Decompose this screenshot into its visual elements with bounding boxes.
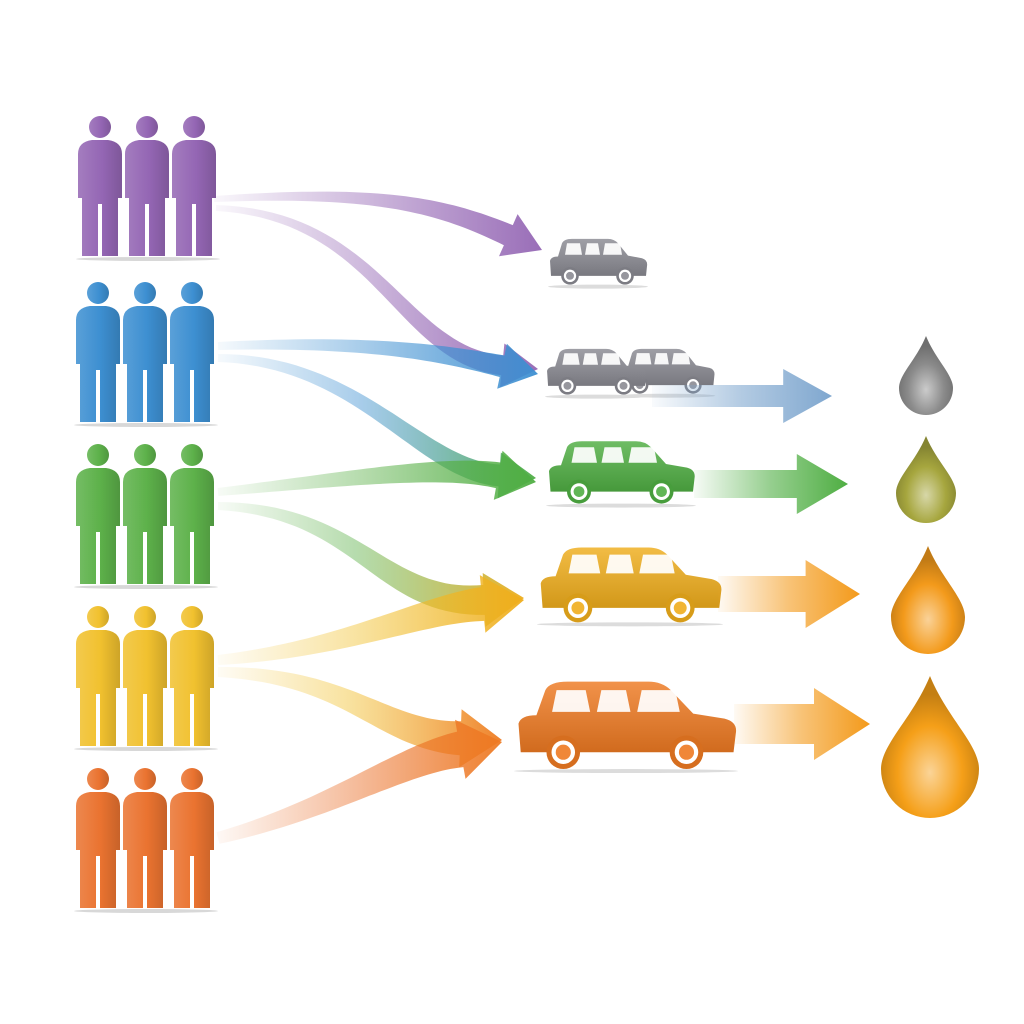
arrow-icon	[734, 688, 870, 760]
person-icon	[123, 768, 167, 908]
people-group-orange	[74, 768, 218, 913]
car-icon	[546, 441, 696, 508]
vehicles	[514, 238, 738, 774]
ground-shadow	[74, 423, 218, 427]
vehicle-car-3	[546, 441, 696, 508]
arrow-icon	[213, 191, 543, 257]
arrow-icon	[217, 339, 538, 389]
person-icon	[123, 282, 167, 422]
person-icon	[78, 116, 122, 256]
people-group-blue	[74, 282, 218, 427]
arrow-icon	[652, 369, 832, 423]
person-icon	[170, 606, 214, 746]
people-group-yellow	[74, 606, 218, 751]
arrow-icon	[217, 575, 524, 665]
arrow-icon	[216, 719, 502, 844]
person-icon	[125, 116, 169, 256]
car-icon	[548, 238, 648, 289]
vehicle-car-1	[548, 238, 648, 289]
person-icon	[170, 282, 214, 422]
ground-shadow	[74, 747, 218, 751]
ground-shadow	[76, 257, 220, 261]
vehicle-car-2	[545, 348, 716, 399]
person-icon	[123, 606, 167, 746]
vehicle-car-4	[537, 547, 723, 627]
person-icon	[172, 116, 216, 256]
output-arrows	[652, 369, 870, 760]
people-groups	[74, 116, 220, 913]
ground-shadow	[74, 909, 218, 913]
people-group-green	[74, 444, 218, 589]
car-icon	[545, 348, 647, 399]
arrow-icon	[217, 450, 536, 500]
people-group-purple	[76, 116, 220, 261]
person-icon	[76, 606, 120, 746]
car-icon	[514, 681, 738, 774]
vehicle-car-5	[514, 681, 738, 774]
fuel-drop-icon	[899, 336, 953, 415]
person-icon	[76, 768, 120, 908]
person-icon	[170, 444, 214, 584]
flow-arrows	[213, 191, 543, 844]
person-icon	[76, 282, 120, 422]
ground-shadow	[74, 585, 218, 589]
person-icon	[123, 444, 167, 584]
arrow-icon	[694, 454, 848, 514]
car-icon	[537, 547, 723, 627]
fuel-drops	[881, 336, 979, 818]
fuel-drop-icon	[881, 676, 979, 818]
arrow-icon	[718, 560, 860, 628]
arrow-icon	[215, 205, 538, 388]
person-icon	[76, 444, 120, 584]
person-icon	[170, 768, 214, 908]
fuel-drop-icon	[891, 546, 965, 654]
fuel-drop-icon	[896, 436, 956, 523]
